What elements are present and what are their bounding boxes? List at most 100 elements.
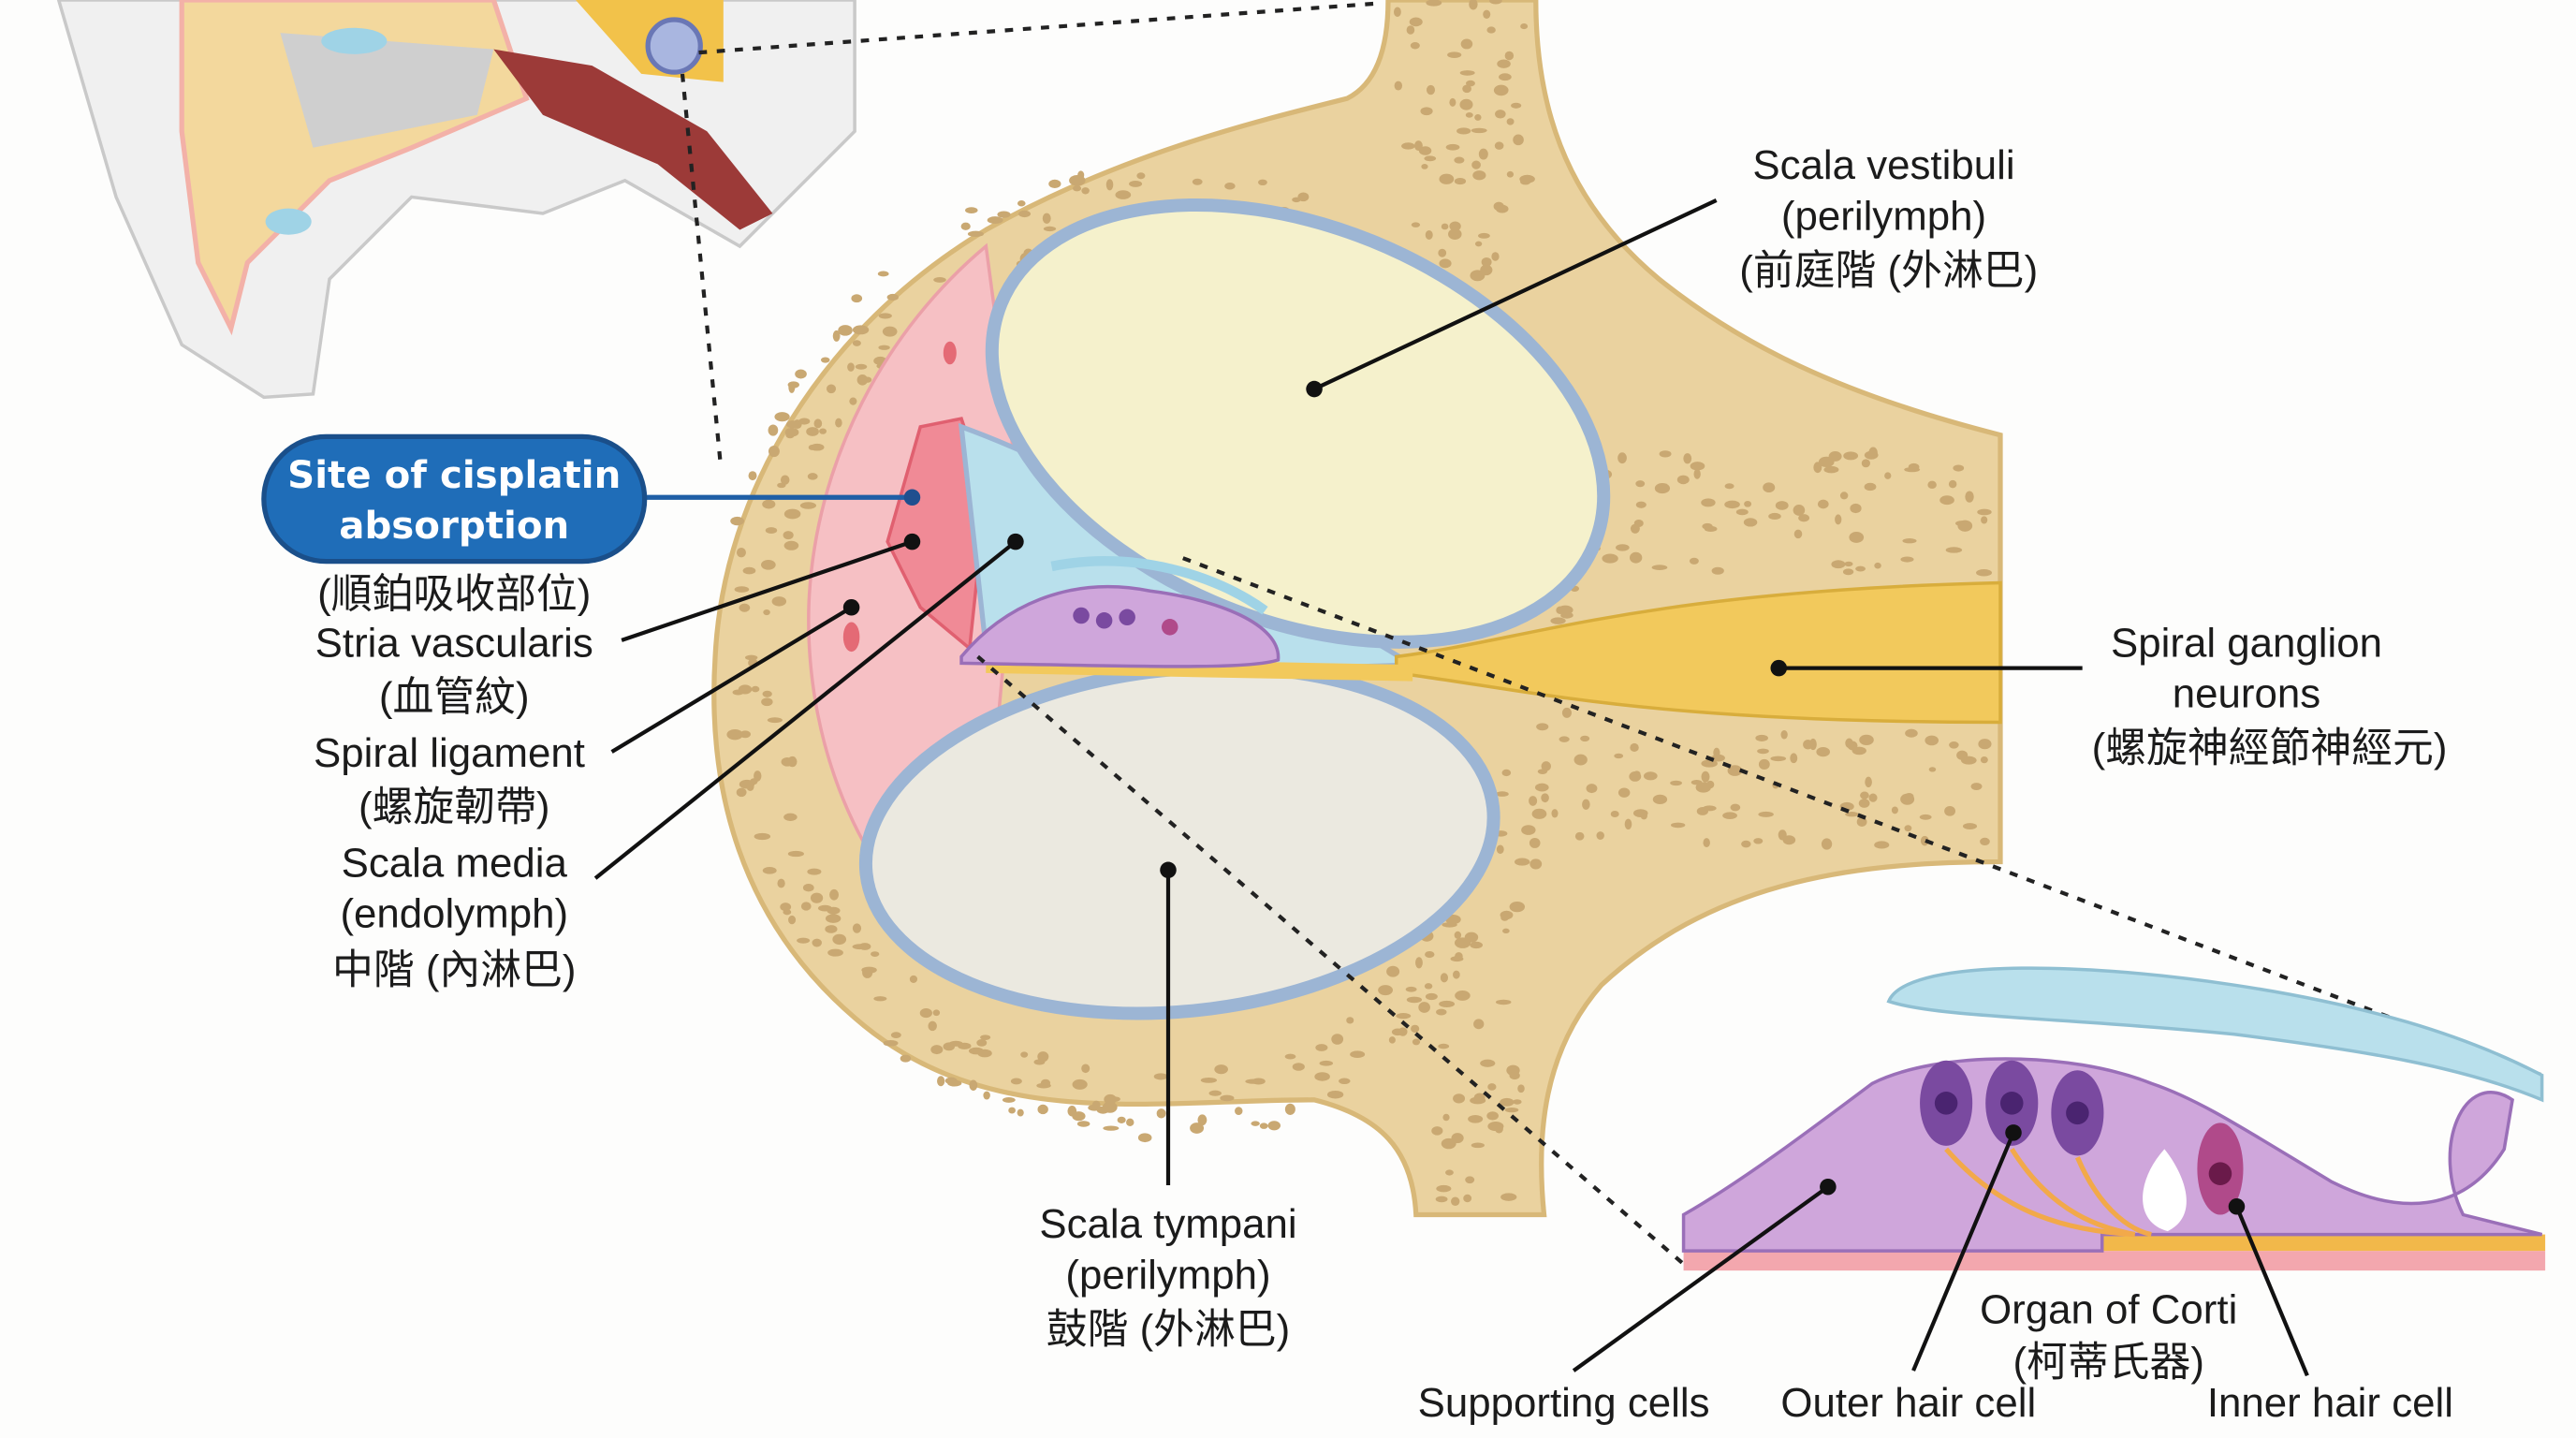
bone-speckle xyxy=(1418,1002,1430,1013)
bone-speckle xyxy=(1506,118,1515,125)
label-media-zh: 中階 (內淋巴) xyxy=(332,946,577,992)
bone-speckle xyxy=(783,540,799,550)
bone-speckle xyxy=(1953,464,1965,472)
bone-speckle xyxy=(847,362,855,372)
bone-speckle xyxy=(1541,761,1552,771)
bone-speckle xyxy=(969,1079,978,1091)
bone-speckle xyxy=(852,325,870,335)
bone-speckle xyxy=(762,867,777,874)
bone-speckle xyxy=(980,1034,991,1040)
bone-speckle xyxy=(890,1032,901,1039)
bone-speckle xyxy=(1465,1176,1475,1184)
bone-speckle xyxy=(871,951,880,957)
bone-speckle xyxy=(1835,514,1842,525)
bone-speckle xyxy=(1192,178,1203,185)
label-vestibuli-zh: (前庭階 (外淋巴) xyxy=(1739,247,2038,293)
bone-speckle xyxy=(1043,226,1057,232)
bone-speckle xyxy=(878,345,890,350)
bone-speckle xyxy=(976,1039,988,1047)
bone-speckle xyxy=(1081,1064,1090,1074)
bone-speckle xyxy=(1460,38,1473,50)
bone-speckle xyxy=(878,313,892,319)
bone-speckle xyxy=(1690,779,1703,785)
bone-speckle xyxy=(1537,769,1548,774)
bone-speckle xyxy=(1904,793,1914,800)
bone-speckle xyxy=(1632,770,1641,777)
bone-speckle xyxy=(1292,1063,1305,1071)
bone-speckle xyxy=(1010,1078,1022,1085)
bone-speckle xyxy=(1884,472,1892,479)
bone-speckle xyxy=(877,271,889,277)
bone-speckle xyxy=(734,586,750,593)
bone-speckle xyxy=(1704,525,1718,533)
bone-speckle xyxy=(1551,809,1559,818)
bone-speckle xyxy=(900,1054,912,1063)
bone-speckle xyxy=(1659,450,1672,458)
bone-speckle xyxy=(1843,451,1859,461)
label-tympani-perilymph: (perilymph) xyxy=(1065,1252,1270,1298)
cochlea-mini-icon xyxy=(645,17,703,75)
bone-speckle xyxy=(1496,844,1504,855)
bone-speckle xyxy=(960,222,971,230)
bone-speckle xyxy=(1425,950,1435,959)
label-stria-vascularis: Stria vascularis xyxy=(315,620,593,666)
bone-speckle xyxy=(1724,483,1734,490)
bone-speckle xyxy=(1743,518,1758,527)
bone-speckle xyxy=(754,832,771,841)
bone-speckle xyxy=(1455,990,1471,1001)
bone-speckle xyxy=(997,211,1011,218)
bone-speckle xyxy=(774,412,790,422)
bone-speckle xyxy=(799,502,817,509)
bone-speckle xyxy=(1076,1121,1090,1127)
bone-speckle xyxy=(1456,127,1471,135)
bone-speckle xyxy=(1487,1121,1504,1132)
bone-speckle xyxy=(1190,1123,1205,1134)
bone-speckle xyxy=(1724,500,1740,509)
bone-speckle xyxy=(1821,838,1833,850)
bone-speckle xyxy=(1017,1108,1024,1117)
bone-speckle xyxy=(1453,970,1460,979)
bone-speckle xyxy=(1864,482,1877,492)
bone-speckle xyxy=(886,293,900,301)
bone-speckle xyxy=(1499,73,1512,81)
label-ligament-zh: (螺旋韌帶) xyxy=(359,785,550,830)
bone-speckle xyxy=(1744,500,1752,507)
spiral-ganglion xyxy=(1394,580,2002,725)
bone-speckle xyxy=(1845,812,1859,817)
bone-speckle xyxy=(1501,769,1512,777)
bone-speckle xyxy=(807,473,818,480)
bone-speckle xyxy=(873,996,887,1002)
bone-speckle xyxy=(1431,1126,1443,1136)
bone-speckle xyxy=(1137,1133,1152,1143)
label-spiral-ganglion: Spiral ganglion xyxy=(2111,620,2382,666)
bone-speckle xyxy=(1920,835,1929,846)
bone-speckle xyxy=(1224,183,1236,190)
bone-speckle xyxy=(1464,932,1479,943)
bone-speckle xyxy=(852,340,861,346)
bone-speckle xyxy=(987,216,1003,224)
bone-speckle xyxy=(1695,782,1711,793)
bone-speckle xyxy=(1770,756,1787,762)
bone-speckle xyxy=(1701,498,1716,507)
bone-speckle xyxy=(1450,956,1464,962)
bone-speckle xyxy=(1117,1116,1126,1123)
bone-speckle xyxy=(1823,465,1839,474)
bone-speckle xyxy=(1153,1073,1168,1080)
bone-speckle xyxy=(882,326,898,337)
bone-speckle xyxy=(1440,973,1448,983)
bone-speckle xyxy=(1495,110,1506,119)
bone-speckle xyxy=(1683,453,1692,464)
bone-speckle xyxy=(1778,829,1787,841)
bone-speckle xyxy=(1529,837,1541,848)
bone-speckle xyxy=(1610,810,1619,818)
bone-speckle xyxy=(1438,1043,1450,1049)
bone-speckle xyxy=(1081,187,1090,195)
label-organ-of-corti: Organ of Corti xyxy=(1980,1286,2237,1332)
bone-speckle xyxy=(832,933,847,946)
bone-speckle xyxy=(977,1049,992,1058)
bone-speckle xyxy=(1817,499,1829,509)
bone-speckle xyxy=(771,596,787,607)
bone-speckle xyxy=(1730,803,1741,812)
bone-speckle xyxy=(761,559,776,570)
bone-speckle xyxy=(948,1040,963,1047)
